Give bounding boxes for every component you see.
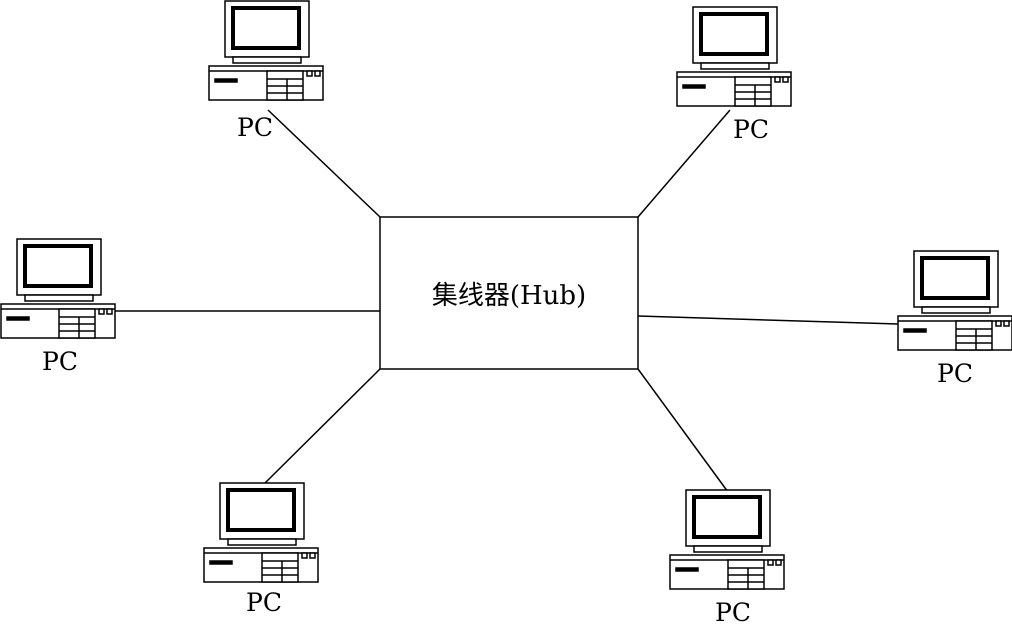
desktop-computer-icon <box>897 250 1012 351</box>
link-pc-right <box>637 315 899 325</box>
pc-label: PC <box>237 113 273 142</box>
pc-top-right: PC <box>676 6 792 144</box>
connection-lines <box>112 109 899 493</box>
desktop-computer-icon <box>203 482 319 583</box>
link-pc-top-right <box>637 109 731 218</box>
hub-box <box>379 216 639 370</box>
hub-label: 集线器(Hub) <box>432 281 586 311</box>
pc-label: PC <box>937 359 973 388</box>
pc-label: PC <box>733 115 769 144</box>
pc-top-left: PC <box>208 0 324 142</box>
desktop-computer-icon <box>669 489 785 590</box>
pc-label: PC <box>715 598 751 624</box>
desktop-computer-icon <box>0 238 116 339</box>
link-pc-top-left <box>267 109 381 218</box>
pc-bottom-left: PC <box>203 482 319 617</box>
desktop-computer-icon <box>208 0 324 101</box>
pc-label: PC <box>42 347 78 376</box>
hub: 集线器(Hub) <box>379 216 639 370</box>
link-pc-bottom-right <box>637 368 729 493</box>
desktop-computer-icon <box>676 6 792 107</box>
pc-label: PC <box>246 588 282 617</box>
pc-bottom-right: PC <box>669 489 785 624</box>
link-pc-bottom-left <box>261 368 381 487</box>
pc-right: PC <box>897 250 1012 388</box>
pc-left: PC <box>0 238 116 376</box>
